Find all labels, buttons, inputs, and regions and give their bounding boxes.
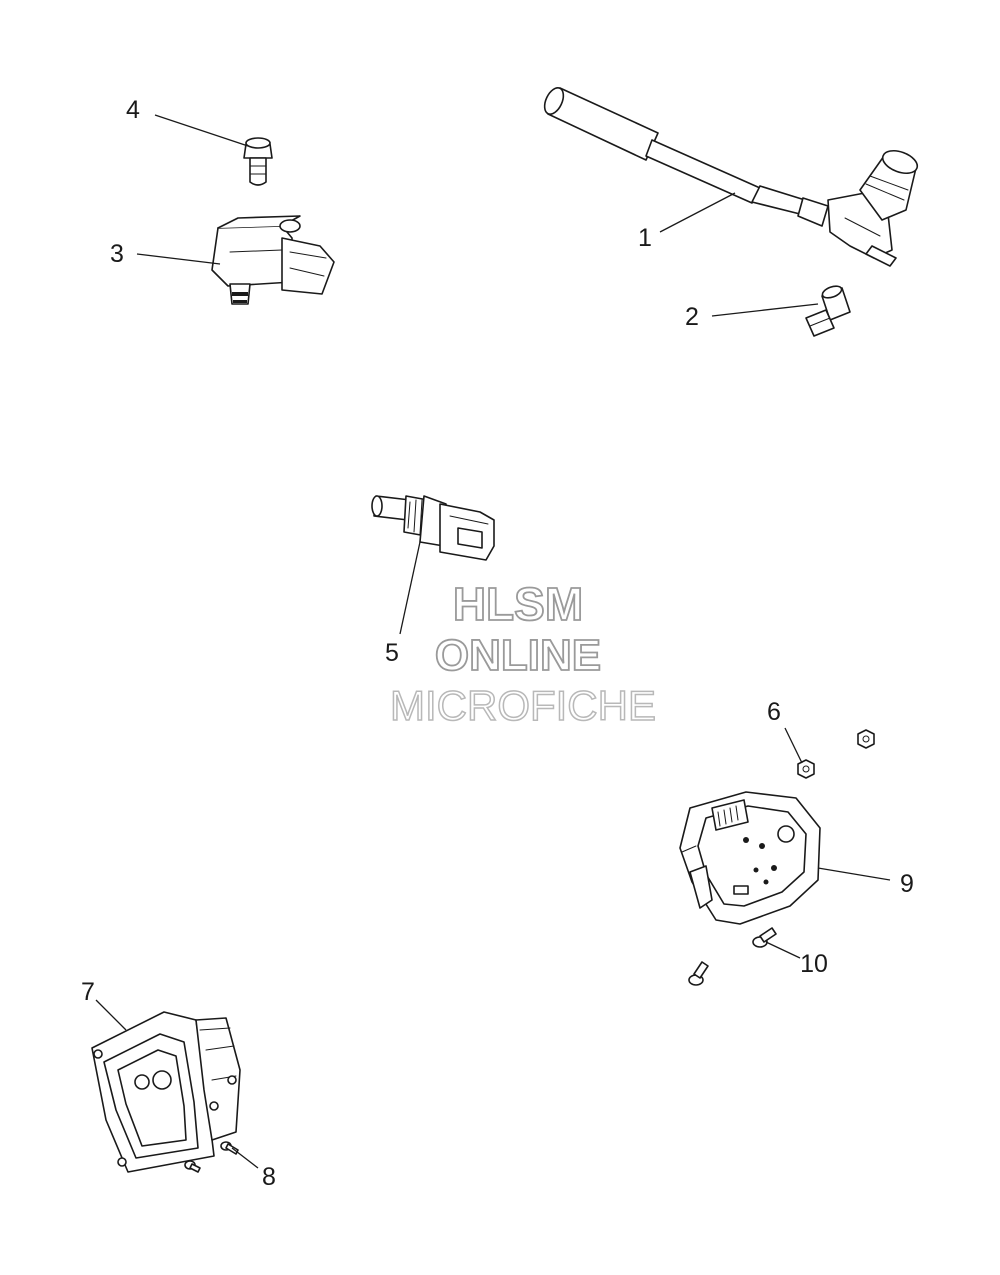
part-9-bracket[interactable]	[679, 791, 821, 925]
leader-lines	[95, 114, 891, 1169]
part-7-ecu[interactable]	[91, 1011, 241, 1173]
watermark-line-3: MICROFICHE	[390, 682, 656, 729]
watermark-line-1: HLSM	[453, 578, 583, 630]
part-5-temp-sensor[interactable]	[371, 495, 495, 561]
callout-10: 10	[800, 950, 828, 978]
part-6-nut-second[interactable]	[857, 729, 875, 749]
part-8-screw[interactable]	[220, 1141, 239, 1155]
callout-6: 6	[767, 698, 781, 726]
callout-3: 3	[110, 240, 124, 268]
callout-1: 1	[638, 224, 652, 252]
part-6-nut[interactable]	[797, 759, 815, 779]
callout-2: 2	[685, 303, 699, 331]
callout-7: 7	[81, 978, 95, 1006]
part-10-screw[interactable]	[752, 927, 777, 948]
part-3-map-sensor[interactable]	[211, 215, 335, 305]
callout-5: 5	[385, 639, 399, 667]
callout-9: 9	[900, 870, 914, 898]
part-10-screw-second[interactable]	[688, 961, 709, 986]
part-4-bolt[interactable]	[243, 137, 273, 186]
part-2-bolt[interactable]	[805, 284, 851, 337]
watermark-line-2: ONLINE	[435, 631, 601, 680]
watermark: HLSM ONLINE MICROFICHE	[389, 577, 657, 730]
part-8-screw-second[interactable]	[184, 1160, 201, 1173]
callout-8: 8	[262, 1163, 276, 1191]
callout-4: 4	[126, 96, 140, 124]
part-1-speed-sensor[interactable]	[541, 85, 921, 267]
